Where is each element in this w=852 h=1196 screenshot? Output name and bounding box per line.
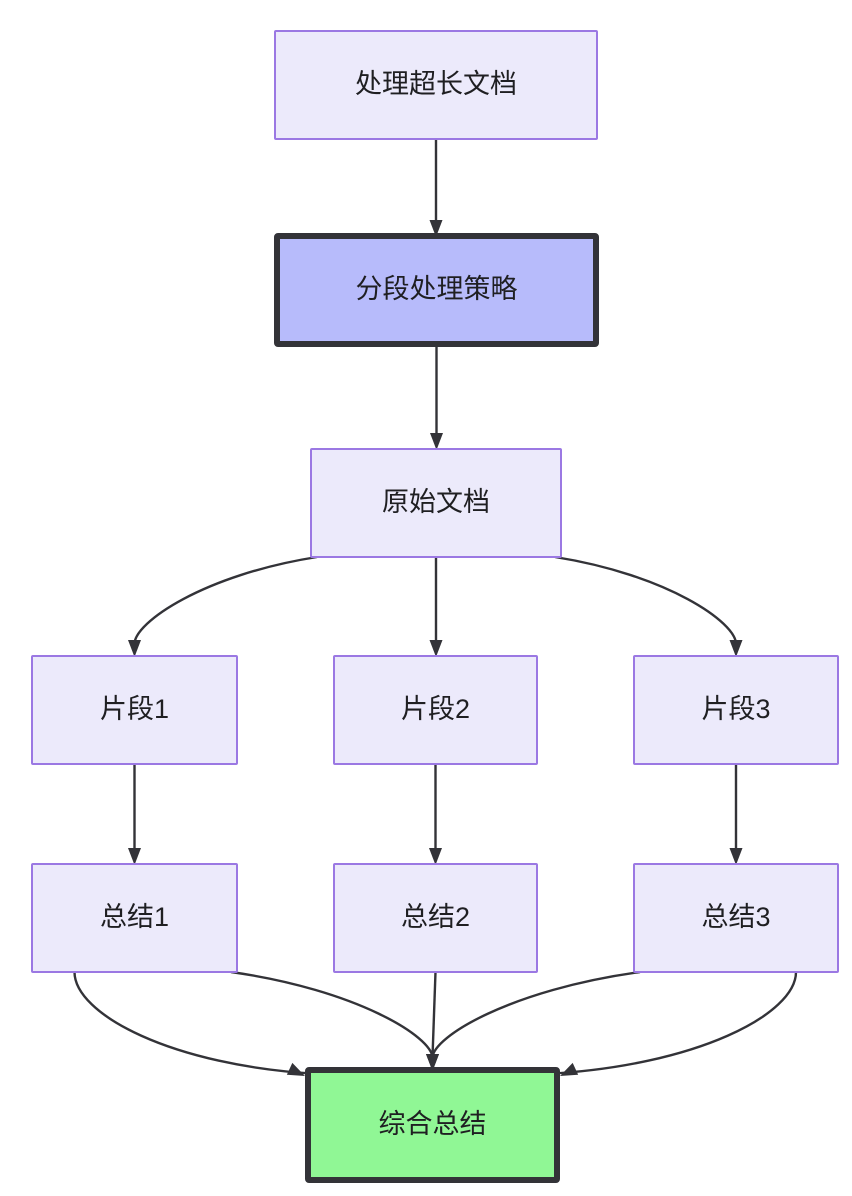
node-box[interactable]: [274, 233, 599, 347]
edge-line: [554, 555, 738, 645]
node-box[interactable]: [333, 863, 538, 973]
node-label: 片段1: [100, 694, 169, 724]
node-box[interactable]: [274, 30, 598, 140]
edge-line: [545, 971, 798, 1076]
flow-node[interactable]: 总结2: [333, 863, 538, 973]
edge-line: [133, 555, 318, 645]
arrow-head: [128, 848, 141, 865]
flow-node[interactable]: 总结1: [31, 863, 238, 973]
arrow-head: [560, 1062, 579, 1076]
arrow-head: [729, 640, 743, 657]
node-label: 原始文档: [382, 487, 490, 517]
flow-node[interactable]: 片段2: [333, 655, 538, 765]
node-label: 总结1: [100, 902, 169, 932]
edge-line: [73, 971, 320, 1076]
edge-line: [230, 970, 434, 1059]
arrow-head: [429, 640, 443, 657]
flow-node[interactable]: 总结3: [633, 863, 839, 973]
flow-node[interactable]: 分段处理策略: [274, 233, 599, 347]
arrow-head: [426, 1054, 439, 1071]
node-label: 分段处理策略: [356, 274, 518, 304]
node-box[interactable]: [333, 655, 538, 765]
arrow-head: [128, 640, 141, 657]
arrow-head: [429, 220, 443, 237]
node-label: 总结3: [701, 902, 770, 932]
flow-node[interactable]: 片段3: [633, 655, 839, 765]
edge-line: [431, 970, 641, 1059]
node-box[interactable]: [31, 863, 238, 973]
flow-node[interactable]: 原始文档: [310, 448, 562, 558]
node-box[interactable]: [633, 863, 839, 973]
node-box[interactable]: [310, 448, 562, 558]
arrow-head: [429, 848, 442, 865]
node-label: 处理超长文档: [355, 69, 517, 99]
node-label: 片段2: [401, 694, 470, 724]
node-box[interactable]: [305, 1067, 560, 1183]
node-box[interactable]: [633, 655, 839, 765]
arrow-head: [430, 433, 443, 450]
arrow-head: [286, 1062, 305, 1076]
edge-line: [431, 971, 437, 1058]
node-label: 总结2: [401, 902, 470, 932]
flow-node[interactable]: 综合总结: [305, 1067, 560, 1183]
edges-layer: [73, 139, 798, 1076]
flow-node[interactable]: 片段1: [31, 655, 238, 765]
arrow-head: [729, 848, 743, 865]
node-label: 综合总结: [379, 1109, 487, 1139]
flow-node[interactable]: 处理超长文档: [274, 30, 598, 140]
node-box[interactable]: [31, 655, 238, 765]
node-label: 片段3: [701, 694, 770, 724]
